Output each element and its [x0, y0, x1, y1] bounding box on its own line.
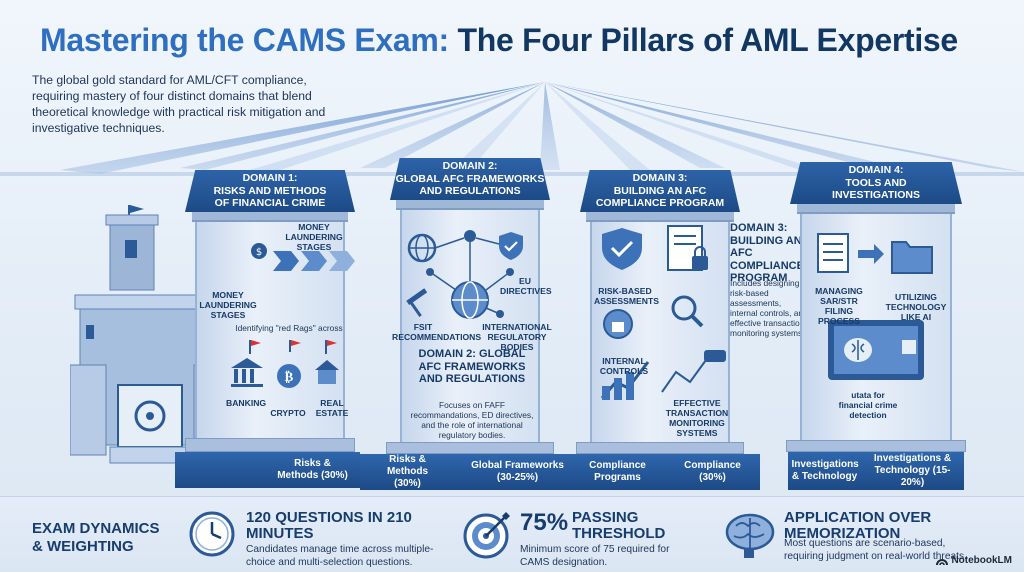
money-flow-icon: $ [251, 243, 355, 271]
ml-stages-left-label: MONEY LAUNDERING STAGES [199, 290, 257, 320]
domain-4-header-line: TOOLS AND [845, 176, 907, 189]
title-part-2: The Four Pillars of AML Expertise [457, 22, 958, 58]
domain-1-header-line: RISKS AND METHODS [213, 184, 327, 197]
intro-text: The global gold standard for AML/CFT com… [32, 73, 326, 135]
ml-stages-top-label: MONEY LAUNDERING STAGES [285, 222, 343, 252]
crypto-label: CRYPTO [270, 408, 306, 418]
domain-4-weight-left: Investigations & Technology [791, 459, 859, 482]
domain-1-weight: Risks & Methods (30%) [175, 452, 360, 488]
sar-str-label: MANAGING SAR/STR FILING PROCESS [815, 286, 863, 326]
domain-3-weight-left: Compliance Programs [589, 460, 646, 483]
domain-4-weight-right: Investigations & Technology (15-20%) [873, 453, 952, 488]
stat-threshold-big: 75% [520, 509, 569, 536]
fsit-label: FSIT RECOMMENDATIONS [392, 322, 482, 342]
domain-4-weight: Investigations & Technology Investigatio… [788, 452, 964, 490]
pillar-base-step [386, 442, 554, 454]
red-flags-label: Identifying "red Rags" across [235, 323, 343, 333]
clock-icon [189, 511, 235, 557]
brand-text: NotebookLM [951, 555, 1012, 566]
domain-2-desc: Focuses on FAFF recommandations, ED dire… [410, 400, 534, 440]
notebooklm-brand: NotebookLM [936, 555, 1012, 566]
target-icon [463, 512, 510, 559]
compliance-icons [600, 225, 726, 400]
investigation-icons [817, 233, 933, 380]
sector-icons: ₿ [231, 340, 339, 388]
domain-3-header-line: DOMAIN 3: [632, 172, 688, 185]
notebooklm-logo-icon [936, 558, 949, 565]
domain-2-title: DOMAIN 2: GLOBAL AFC FRAMEWORKS AND REGU… [418, 348, 526, 385]
intl-bodies-label: INTERNATIONAL REGULATORY BODIES [482, 322, 552, 352]
domain-3-side-title: DOMAIN 3: BUILDING AN AFC COMPLIANCE PRO… [730, 222, 804, 284]
risk-assessments-label: RISK-BASED ASSESSMENTS [594, 286, 659, 306]
exam-dynamics-strip [0, 496, 1024, 572]
domain-2-header-line: DOMAIN 2: [442, 160, 498, 173]
utata-label: utata for financial crime detection [838, 390, 898, 420]
pillar-base-step [185, 438, 355, 452]
stat-application-heading: APPLICATION OVER MEMORIZATION [784, 509, 932, 542]
domain-3-header-line: COMPLIANCE PROGRAM [595, 197, 725, 210]
domain-2-weight: Risks & Methods (30%) Global Frameworks … [360, 454, 580, 490]
stat-questions-desc: Candidates manage time across multiple-c… [246, 544, 434, 568]
exam-dynamics-heading: EXAM DYNAMICS & WEIGHTING [32, 520, 160, 555]
domain-2-header: DOMAIN 2: GLOBAL AFC FRAMEWORKS AND REGU… [390, 158, 550, 200]
domain-3-side-desc: Includes designing risk-based assessment… [730, 278, 808, 338]
eu-directives-label: EU DIRECTIVES [500, 276, 552, 296]
svg-text:₿: ₿ [285, 370, 294, 385]
pillar-cap [396, 200, 544, 210]
domain-3-header: DOMAIN 3: BUILDING AN AFC COMPLIANCE PRO… [580, 170, 740, 212]
pillar-domain-1: DOMAIN 1: RISKS AND METHODS OF FINANCIAL… [175, 170, 360, 492]
domain-1-header-line: DOMAIN 1: [242, 172, 298, 185]
stat-threshold-heading: PASSING THRESHOLD [572, 509, 666, 542]
network-globe-icon [406, 230, 523, 319]
pillar-cap [586, 212, 734, 222]
utilizing-tech-label: UTILIZING TECHNOLOGY LIKE AI [885, 292, 947, 322]
domain-2-weight-left: Risks & Methods (30%) [386, 454, 429, 489]
pillar-cap [191, 212, 349, 222]
domain-4-header-line: INVESTIGATIONS [832, 189, 920, 202]
domain-3-header-line: BUILDING AN AFC [613, 184, 707, 197]
pillar-domain-3: DOMAIN 3: BUILDING AN AFC COMPLIANCE PRO… [570, 170, 760, 492]
real-estate-label: REAL ESTATE [315, 398, 349, 418]
internal-controls-label: INTERNAL CONTROLS [599, 356, 649, 376]
pillar-base-step [786, 440, 966, 452]
domain-2-header-line: AND REGULATIONS [419, 185, 521, 198]
effective-monitoring-label: EFFECTIVE TRANSACTION MONITORING SYSTEMS [665, 398, 729, 438]
domain-4-header-line: DOMAIN 4: [848, 164, 904, 177]
svg-text:$: $ [256, 247, 262, 258]
domain-1-weight-label: Risks & Methods (30%) [277, 458, 348, 481]
title-part-1: Mastering the CAMS Exam: [40, 22, 449, 58]
stat-questions-heading: 120 QUESTIONS IN 210 MINUTES [246, 509, 412, 542]
pillar-base-step [576, 442, 744, 454]
brain-icon [725, 513, 775, 558]
page-title: Mastering the CAMS Exam: The Four Pillar… [40, 22, 1000, 59]
domain-2-weight-right: Global Frameworks (30-25%) [471, 460, 564, 483]
domain-2-header-line: GLOBAL AFC FRAMEWORKS [395, 172, 545, 185]
pillar-cap [796, 204, 956, 214]
stat-threshold-desc: Minimum score of 75 required for CAMS de… [520, 544, 670, 568]
domain-3-weight: Compliance Programs Compliance (30%) [570, 454, 760, 490]
banking-label: BANKING [226, 398, 267, 408]
domain-1-header-line: OF FINANCIAL CRIME [214, 197, 326, 210]
domain-1-header: DOMAIN 1: RISKS AND METHODS OF FINANCIAL… [185, 170, 355, 212]
domain-4-header: DOMAIN 4: TOOLS AND INVESTIGATIONS [790, 162, 962, 204]
domain-3-weight-right: Compliance (30%) [684, 460, 741, 483]
stat-application-desc: Most questions are scenario-based, requi… [784, 538, 967, 562]
